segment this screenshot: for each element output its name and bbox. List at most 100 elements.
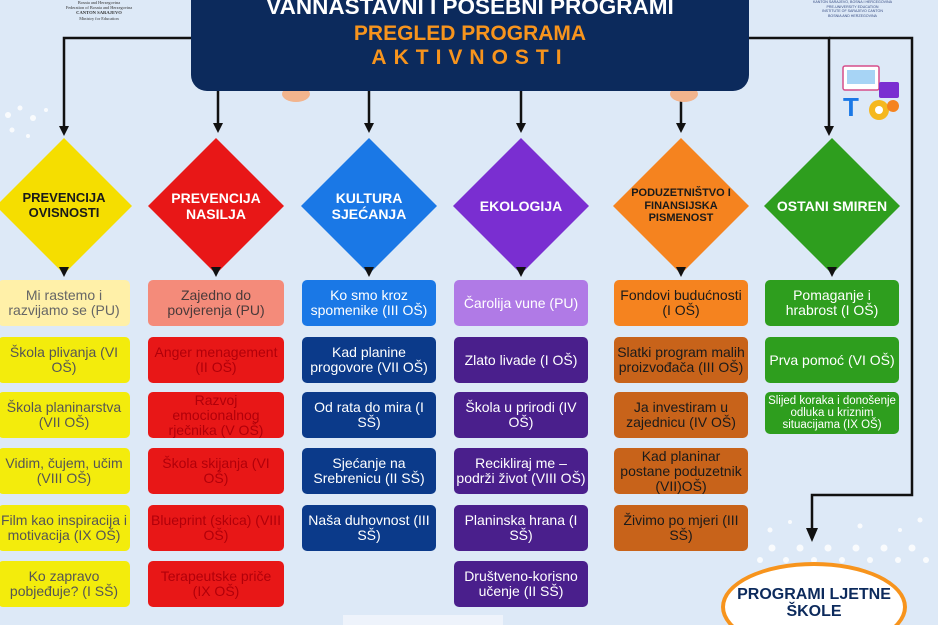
program-box: Mi rastemo i razvijamo se (PU) [0,280,130,326]
program-box: Vidim, čujem, učim (VIII OŠ) [0,448,130,494]
category-diamond [764,138,900,274]
program-box-text: Društveno-korisno učenje (II SŠ) [464,568,578,599]
program-box-text: Prva pomoć (VI OŠ) [769,351,895,368]
category-label: KULTURA SJEĆANJA [331,189,407,222]
program-box-text: Film kao inspiracija i motivacija (IX OŠ… [0,512,128,543]
program-box-text: Recikliraj me – podrži život (VIII OŠ) [456,455,586,486]
program-box-text: Škola skijanja (VI OŠ) [162,455,270,486]
program-box: Sjećanje na Srebrenicu (II SŠ) [302,448,436,494]
ministry-header: Bosnia and Herzegovina Federation of Bos… [40,0,158,21]
program-box: Čarolija vune (PU) [454,280,588,326]
title-banner: VANNASTAVNI I POSEBNI PROGRAMI PREGLED P… [191,0,749,91]
program-box-text: Ko smo kroz spomenike (III OŠ) [310,287,428,318]
ministry-line-1: Bosnia and Herzegovina [77,0,121,5]
program-box: Slatki program malih proizvođača (III OŠ… [614,337,748,383]
program-box: Društveno-korisno učenje (II SŠ) [454,561,588,607]
title-line-1: VANNASTAVNI I POSEBNI PROGRAMI [266,0,674,19]
program-box: Anger menagement (II OŠ) [148,337,284,383]
svg-text:T: T [843,92,859,122]
connector-arrowhead [827,267,837,277]
ministry-line-3: CANTON SARAJEVO [76,10,122,16]
program-box: Škola skijanja (VI OŠ) [148,448,284,494]
title-line-3: AKTIVNOSTI [371,46,569,69]
program-box-text: Živimo po mjeri (III SŠ) [623,512,739,543]
program-box: Slijed koraka i donošenje odluka u krizn… [765,392,899,434]
program-box: Kad planine progovore (VII OŠ) [302,337,436,383]
category-label: PREVENCIJA NASILJA [171,189,261,222]
program-box: Prva pomoć (VI OŠ) [765,337,899,383]
program-box-text: Blueprint (skica) (VIII OŠ) [151,512,281,543]
program-box: Od rata do mira (I SŠ) [302,392,436,438]
program-box-text: Čarolija vune (PU) [463,294,579,311]
program-box-text: Slatki program malih proizvođača (III OŠ… [617,344,745,375]
category-diamond [613,138,749,274]
program-box: Planinska hrana (I SŠ) [454,505,588,551]
program-box-text: Mi rastemo i razvijamo se (PU) [8,287,120,318]
program-box: Ja investiram u zajednicu (IV OŠ) [614,392,748,438]
program-box-text: Anger menagement (II OŠ) [154,344,278,375]
program-box-text: Škola planinarstva (VII OŠ) [6,399,122,430]
category-diamond [0,138,132,274]
program-box: Živimo po mjeri (III SŠ) [614,505,748,551]
ministry-line-4: Ministry for Education [79,15,119,21]
program-box: Film kao inspiracija i motivacija (IX OŠ… [0,505,130,551]
program-box: Škola planinarstva (VII OŠ) [0,392,130,438]
program-box: Zlato livade (I OŠ) [454,337,588,383]
category-diamond [301,138,437,274]
program-box-text: Kad planinar postane poduzetnik (VII)OŠ) [620,448,742,494]
program-box: Naša duhovnost (III SŠ) [302,505,436,551]
institute-line-2: PRE-UNIVERSITY EDUCATION [826,4,879,9]
program-box: Pomaganje i hrabrost (I OŠ) [765,280,899,326]
connector-arrowhead [211,267,221,277]
program-box-text: Terapeutske priče (IX OŠ) [160,568,272,599]
program-box: Zajedno do povjerenja (PU) [148,280,284,326]
category-label: EKOLOGIJA [479,197,563,214]
program-box-text: Kad planine progovore (VII OŠ) [310,344,428,375]
program-box: Terapeutske priče (IX OŠ) [148,561,284,607]
program-box: Blueprint (skica) (VIII OŠ) [148,505,284,551]
program-box-text: Ja investiram u zajednicu (IV OŠ) [626,399,736,430]
institute-line-4: BOSNIA AND HERZEGOVINA [828,13,877,18]
category-label: PREVENCIJA OVISNOSTI [22,190,106,220]
ministry-line-2: Federation of Bosnia and Herzegovina [65,5,133,11]
program-box-text: Od rata do mira (I SŠ) [314,399,424,430]
summer-school-label: PROGRAMI LJETNE ŠKOLE [737,586,891,620]
connector-arrowhead [676,267,686,277]
institute-line-1: KANTON SARAJEVO, BOSNA I HERCEGOVINA [812,0,892,4]
program-box: Ko smo kroz spomenike (III OŠ) [302,280,436,326]
institute-line-3: INSTITUTE OF SARAJEVO CANTON [822,9,883,14]
program-box: Fondovi budućnosti (I OŠ) [614,280,748,326]
connector-arrowhead [516,267,526,277]
category-diamond [148,138,284,274]
program-box: Recikliraj me – podrži život (VIII OŠ) [454,448,588,494]
category-label: OSTANI SMIREN [776,197,888,214]
program-box-text: Sjećanje na Srebrenicu (II SŠ) [313,455,425,486]
program-box-text: Planinska hrana (I SŠ) [464,512,578,543]
category-diamond [453,138,589,274]
program-box-text: Škola u prirodi (IV OŠ) [465,399,577,430]
program-box-text: Zajedno do povjerenja (PU) [167,287,265,318]
program-box-text: Naša duhovnost (III SŠ) [308,512,430,543]
program-box-text: Ko zapravo pobjeđuje? (I SŠ) [9,568,119,599]
connector-arrowhead [364,267,374,277]
program-box-text: Pomaganje i hrabrost (I OŠ) [785,287,879,318]
bottom-strip [343,615,503,625]
category-label: PODUZETNIŠTVO I FINANSIJSKA PISMENOST [631,187,731,225]
program-box-text: Fondovi budućnosti (I OŠ) [620,287,742,318]
program-box-text: Slijed koraka i donošenje odluka u krizn… [768,395,896,431]
program-box: Ko zapravo pobjeđuje? (I SŠ) [0,561,130,607]
connector-arrowhead [59,267,69,277]
program-box: Škola plivanja (VI OŠ) [0,337,130,383]
program-box: Škola u prirodi (IV OŠ) [454,392,588,438]
program-box: Razvoj emocionalnog rječnika (V OŠ) [148,392,284,438]
program-box-text: Razvoj emocionalnog rječnika (V OŠ) [168,392,264,438]
program-box-text: Vidim, čujem, učim (VIII OŠ) [5,455,123,486]
title-line-2: PREGLED PROGRAMA [353,22,587,45]
summer-school-ellipse [721,562,907,625]
program-box-text: Zlato livade (I OŠ) [464,351,578,368]
institute-header: KANTON SARAJEVO, BOSNA I HERCEGOVINA PRE… [770,0,935,18]
program-box: Kad planinar postane poduzetnik (VII)OŠ) [614,448,748,494]
program-box-text: Škola plivanja (VI OŠ) [9,344,119,375]
